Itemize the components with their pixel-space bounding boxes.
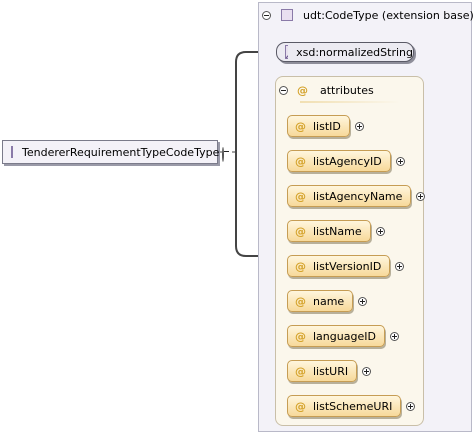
attributes-divider	[300, 101, 400, 103]
expand-icon[interactable]	[358, 296, 368, 306]
extension-header: udt:CodeType (extension base)	[262, 6, 474, 24]
expand-icon[interactable]	[375, 226, 385, 236]
attribute-box[interactable]: @ listVersionID	[287, 255, 391, 277]
attribute-box[interactable]: @ listID	[287, 115, 350, 137]
expand-icon[interactable]	[354, 121, 364, 131]
expand-icon[interactable]	[395, 261, 405, 271]
attribute-icon: @	[295, 364, 306, 378]
attribute-row[interactable]: @ name	[287, 290, 368, 312]
collapse-icon[interactable]	[222, 147, 224, 162]
attribute-icon: @	[295, 399, 306, 413]
attributes-label: attributes	[320, 83, 374, 97]
extension-title: udt:CodeType (extension base)	[303, 8, 474, 22]
attribute-name: listAgencyID	[313, 154, 382, 168]
collapse-icon[interactable]	[279, 85, 288, 95]
attribute-row[interactable]: @ listVersionID	[287, 255, 405, 277]
attribute-row[interactable]: @ listAgencyID	[287, 150, 405, 172]
attribute-name: listVersionID	[313, 259, 382, 273]
root-type-name: TendererRequirementTypeCodeType	[22, 145, 220, 159]
attribute-icon: @	[295, 119, 306, 133]
attribute-box[interactable]: @ listName	[287, 220, 371, 242]
attribute-box[interactable]: @ name	[287, 290, 354, 312]
attribute-row[interactable]: @ listName	[287, 220, 385, 242]
expand-icon[interactable]	[406, 401, 416, 411]
attribute-name: listSchemeURI	[313, 399, 393, 413]
base-type-name: xsd:normalizedString	[296, 45, 413, 59]
attribute-name: name	[313, 294, 345, 308]
attribute-row[interactable]: @ listURI	[287, 360, 372, 382]
attribute-box[interactable]: @ listAgencyID	[287, 150, 391, 172]
simple-type-icon	[285, 45, 289, 59]
attribute-box[interactable]: @ listURI	[287, 360, 358, 382]
complex-type-icon	[281, 9, 293, 21]
attribute-name: languageID	[313, 329, 376, 343]
attribute-icon: @	[295, 329, 306, 343]
complex-type-icon	[11, 146, 13, 158]
expand-icon[interactable]	[389, 331, 399, 341]
attribute-icon: @	[295, 294, 306, 308]
simple-type-box[interactable]: xsd:normalizedString	[276, 42, 414, 62]
attribute-icon: @	[295, 189, 306, 203]
attribute-row[interactable]: @ listID	[287, 115, 364, 137]
attribute-name: listAgencyName	[313, 189, 403, 203]
attribute-icon: @	[295, 224, 306, 238]
attribute-box[interactable]: @ listAgencyName	[287, 185, 412, 207]
attribute-row[interactable]: @ listAgencyName	[287, 185, 426, 207]
expand-icon[interactable]	[416, 191, 426, 201]
collapse-icon[interactable]	[262, 10, 271, 20]
branch-to-simple-type	[235, 51, 276, 152]
attribute-box[interactable]: @ languageID	[287, 325, 385, 347]
attribute-row[interactable]: @ listSchemeURI	[287, 395, 416, 417]
attribute-name: listID	[313, 119, 341, 133]
attribute-name: listName	[313, 224, 362, 238]
expand-icon[interactable]	[362, 366, 372, 376]
attribute-box[interactable]: @ listSchemeURI	[287, 395, 402, 417]
attribute-name: listURI	[313, 364, 349, 378]
branch-to-attributes	[235, 152, 275, 257]
expand-icon[interactable]	[395, 156, 405, 166]
attribute-icon: @	[297, 83, 308, 97]
attribute-icon: @	[295, 154, 306, 168]
attributes-group-header: @ attributes	[279, 82, 374, 98]
attribute-row[interactable]: @ languageID	[287, 325, 399, 347]
attribute-icon: @	[295, 259, 306, 273]
root-type-box[interactable]: TendererRequirementTypeCodeType	[2, 140, 220, 164]
